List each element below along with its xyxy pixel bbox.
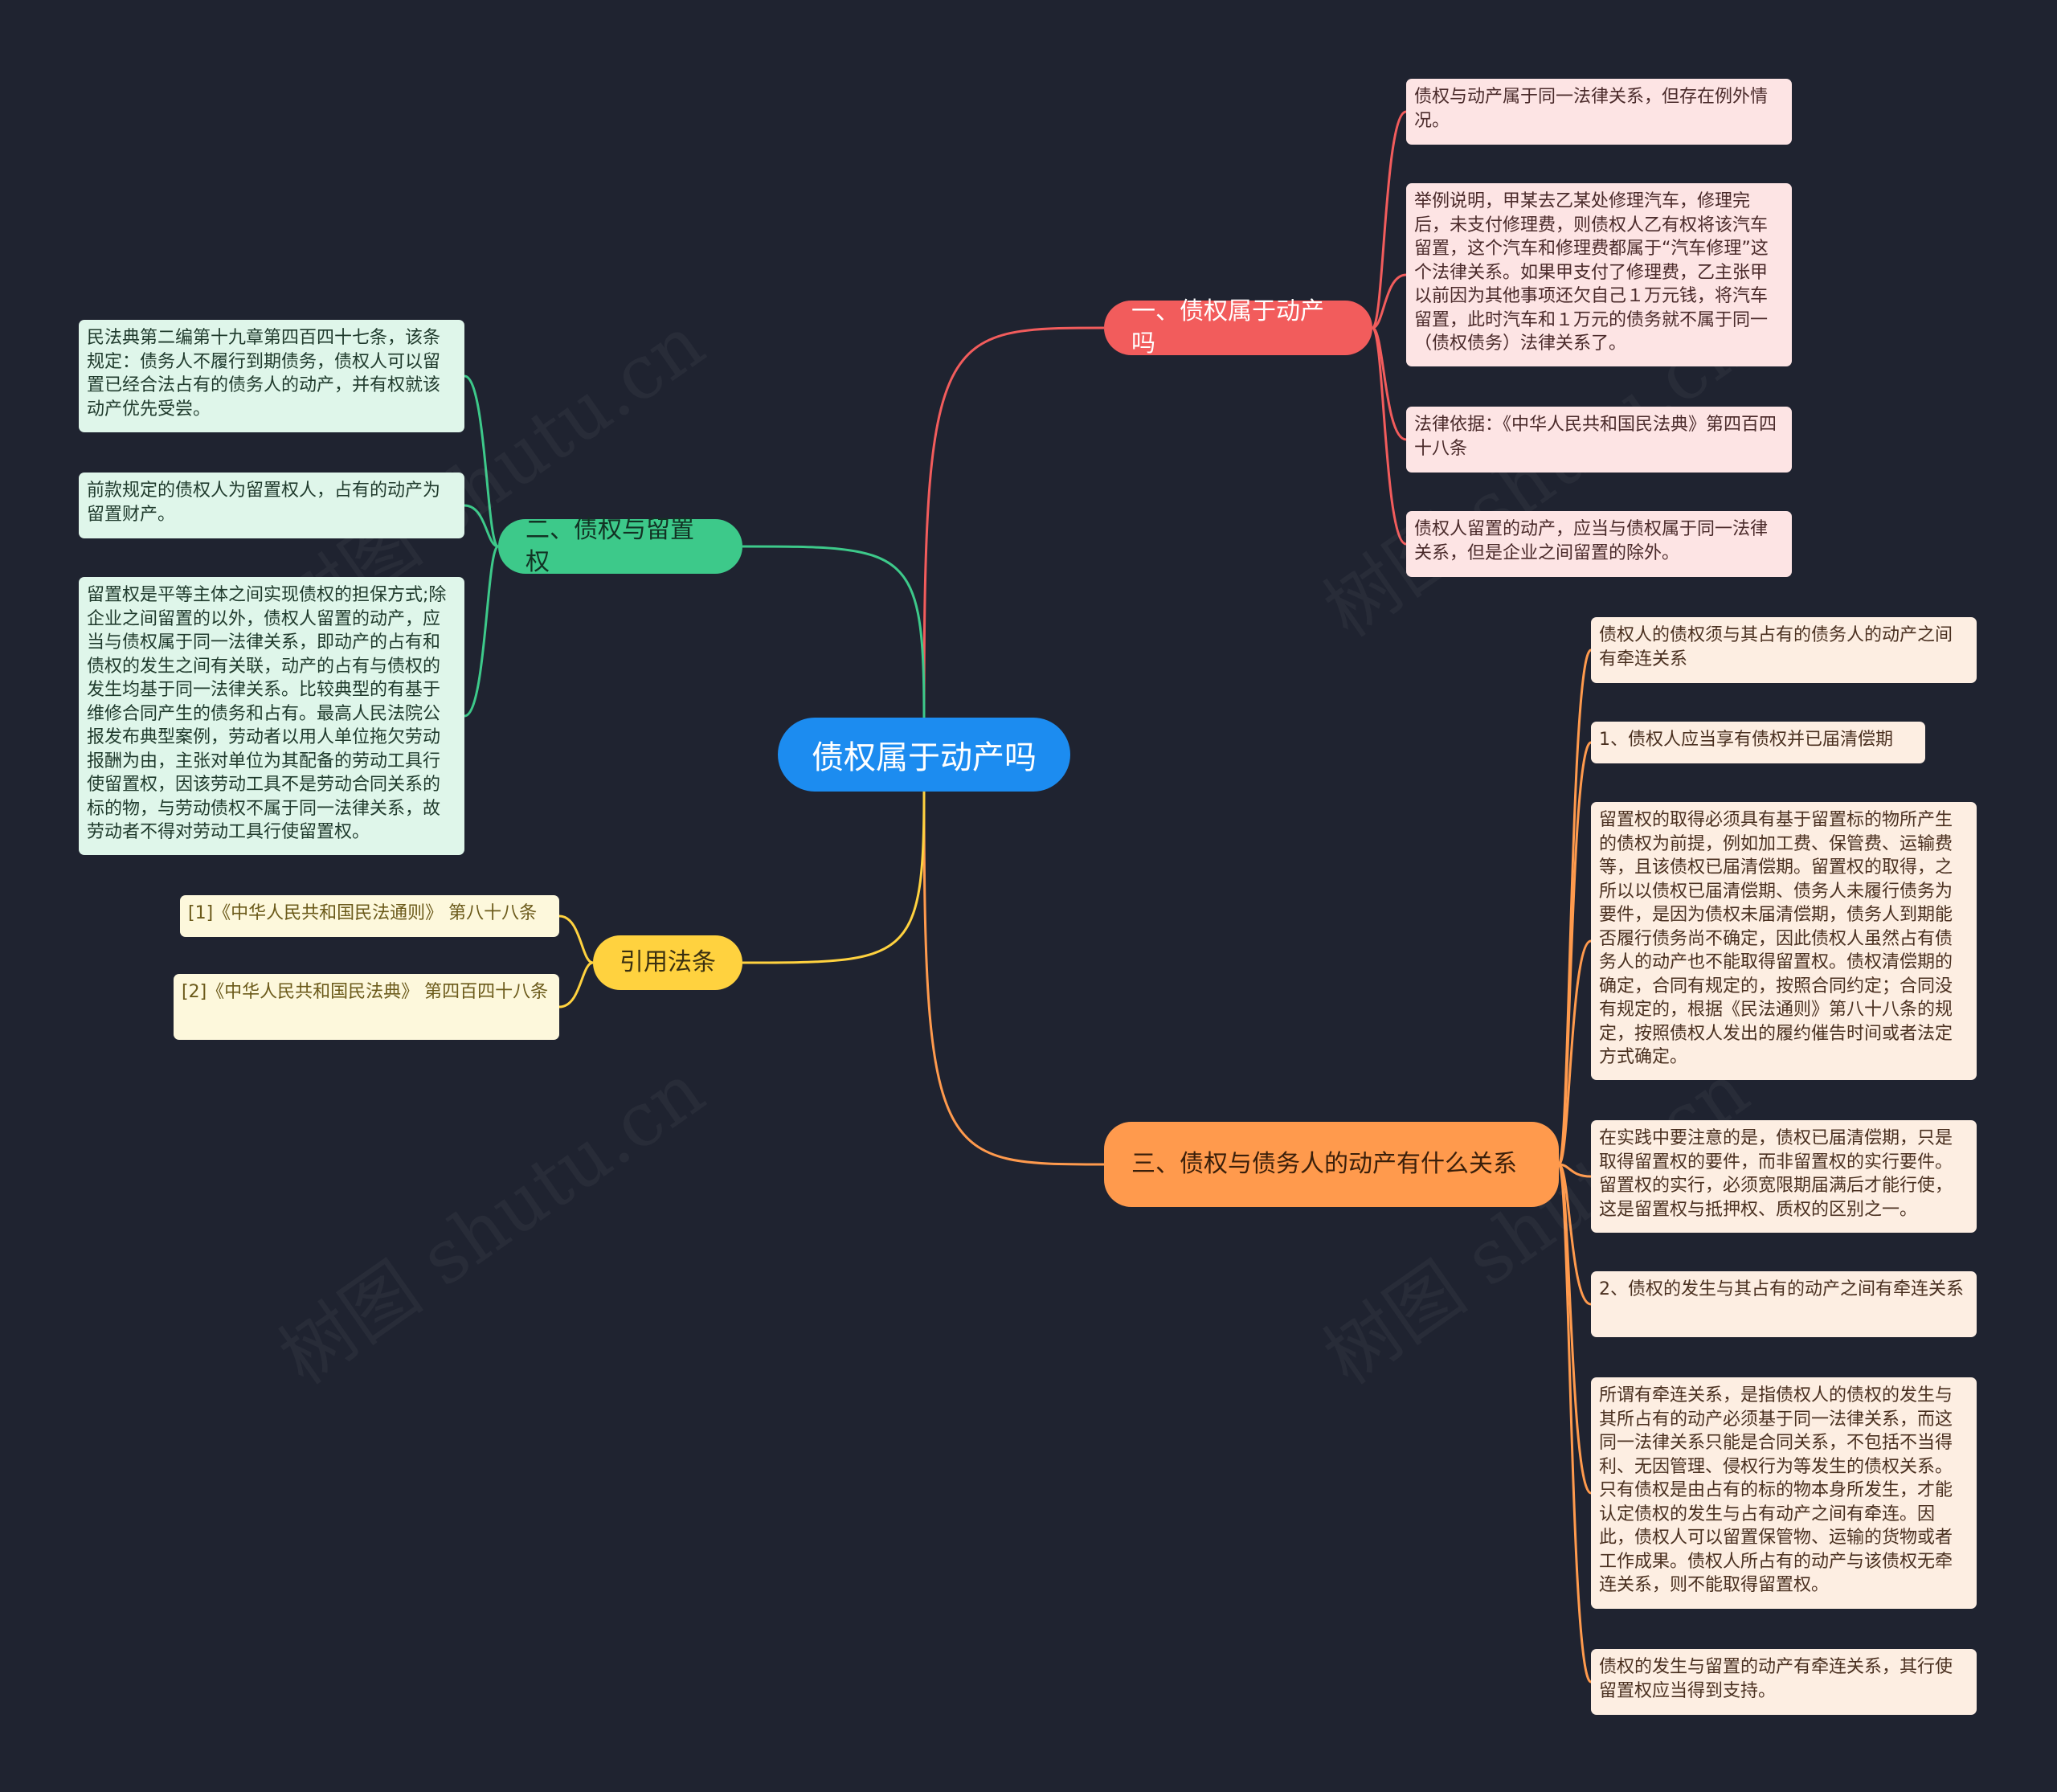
leaf-node[interactable]: [2]《中华人民共和国民法典》 第四百四十八条 xyxy=(174,974,559,1040)
connector-line xyxy=(1557,1163,1593,1684)
leaf-node[interactable]: 举例说明，甲某去乙某处修理汽车，修理完后，未支付修理费，则债权人乙有权将该汽车留… xyxy=(1406,183,1792,366)
branch-node-3[interactable]: 三、债权与债务人的动产有什么关系 xyxy=(1104,1122,1559,1207)
leaf-node[interactable]: 民法典第二编第十九章第四百四十七条，该条规定：债务人不履行到期债务，债权人可以留… xyxy=(79,320,464,432)
connector-line xyxy=(1372,273,1407,329)
leaf-node[interactable]: 2、债权的发生与其占有的动产之间有牵连关系 xyxy=(1591,1271,1977,1337)
leaf-node[interactable]: 债权的发生与留置的动产有牵连关系，其行使留置权应当得到支持。 xyxy=(1591,1649,1977,1715)
leaf-node[interactable]: 1、债权人应当享有债权并已届清偿期 xyxy=(1591,722,1925,763)
branch-node-2[interactable]: 二、债权与留置权 xyxy=(498,516,742,576)
connector-line xyxy=(1558,1163,1592,1178)
leaf-node[interactable]: 法律依据：《中华人民共和国民法典》第四百四十八条 xyxy=(1406,407,1792,473)
branch-node-4[interactable]: 引用法条 xyxy=(593,935,742,990)
connector-line xyxy=(558,961,594,1009)
connector-line xyxy=(1557,648,1593,1166)
leaf-node[interactable]: 债权人留置的动产，应当与债权属于同一法律关系，但是企业之间留置的除外。 xyxy=(1406,511,1792,577)
leaf-node[interactable]: 留置权是平等主体之间实现债权的担保方式;除企业之间留置的以外，债权人留置的动产，… xyxy=(79,577,464,855)
connector-line xyxy=(1371,326,1407,546)
branch-node-1[interactable]: 一、债权属于动产吗 xyxy=(1104,297,1372,358)
connector-line xyxy=(464,374,500,548)
central-topic[interactable]: 债权属于动产吗 xyxy=(778,718,1070,792)
connector-line xyxy=(1371,110,1407,329)
connector-line xyxy=(464,545,500,718)
connector-line xyxy=(742,545,926,718)
leaf-node[interactable]: [1]《中华人民共和国民法通则》 第八十八条 xyxy=(180,895,559,937)
leaf-node[interactable]: 所谓有牵连关系，是指债权人的债权的发生与其所占有的动产必须基于同一法律关系，而这… xyxy=(1591,1377,1977,1609)
connector-line xyxy=(742,791,926,964)
leaf-node[interactable]: 前款规定的债权人为留置权人，占有的动产为留置财产。 xyxy=(79,473,464,538)
connector-line xyxy=(922,326,1105,718)
leaf-node[interactable]: 债权与动产属于同一法律关系，但存在例外情况。 xyxy=(1406,79,1792,145)
connector-line xyxy=(922,791,1105,1166)
leaf-node[interactable]: 债权人的债权须与其占有的债务人的动产之间有牵连关系 xyxy=(1591,617,1977,683)
connector-line xyxy=(1557,741,1593,1166)
leaf-node[interactable]: 留置权的取得必须具有基于留置标的物所产生的债权为前提，例如加工费、保管费、运输费… xyxy=(1591,802,1977,1080)
connector-line xyxy=(464,504,499,548)
connector-line xyxy=(1557,939,1592,1166)
connector-line xyxy=(558,914,594,964)
leaf-node[interactable]: 在实践中要注意的是，债权已届清偿期，只是取得留置权的要件，而非留置权的实行要件。… xyxy=(1591,1120,1977,1233)
